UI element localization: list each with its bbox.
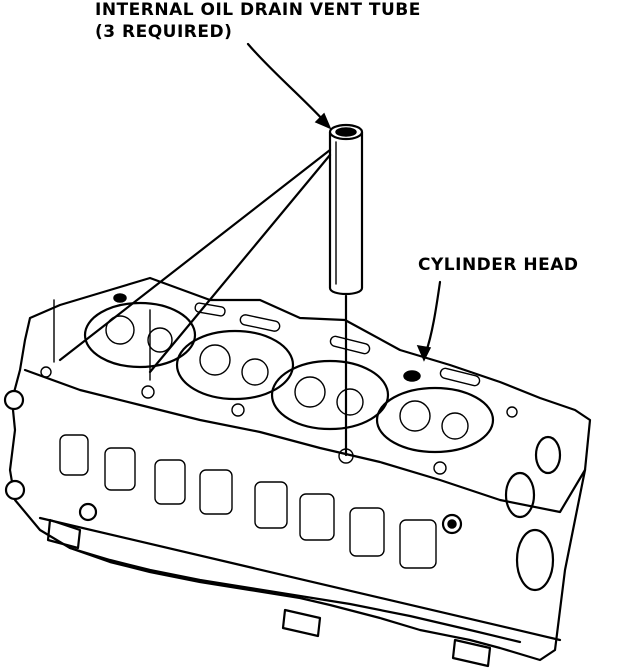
vent-tube-location-lines xyxy=(53,148,348,457)
vent-tube-quantity-label: (3 REQUIRED) xyxy=(95,22,233,42)
cylinder-head-leader-arrow xyxy=(416,280,442,362)
vent-tube-leader-arrow xyxy=(246,42,332,130)
cylinder-head-label: CYLINDER HEAD xyxy=(418,255,579,275)
vent-tube-label: INTERNAL OIL DRAIN VENT TUBE xyxy=(95,0,421,20)
vent-tube xyxy=(328,123,364,296)
cylinder-head-body xyxy=(3,276,592,668)
